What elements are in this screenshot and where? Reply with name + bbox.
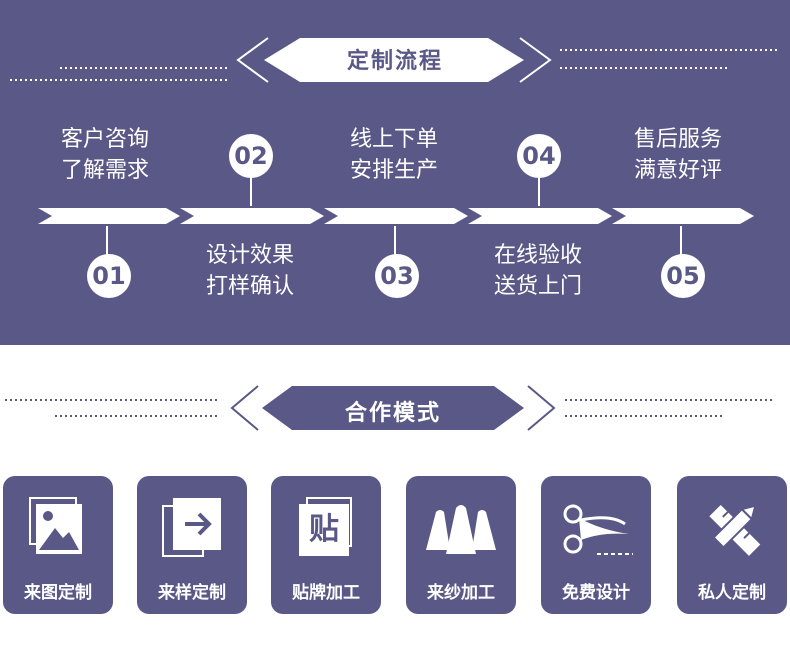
step-2-text: 设计效果 打样确认 [170,240,330,302]
label-icon-text: 贴 [309,512,339,547]
label-icon [299,497,352,556]
step-1-line1: 客户咨询 [60,127,149,152]
step-4-text: 在线验收 送货上门 [458,240,618,302]
process-title-banner [10,37,780,83]
step-3-text: 线上下单 安排生产 [314,124,474,186]
step-1-text: 客户咨询 了解需求 [25,124,185,186]
step-2-connector [250,178,252,206]
step-3-connector [394,226,396,256]
step-1-line2: 了解需求 [60,158,149,183]
mode-card-yarn[interactable]: 来纱加工 [406,476,516,614]
scissors-icon [563,504,633,555]
step-5-line1: 售后服务 [633,127,722,152]
step-4-line2: 送货上门 [493,274,582,299]
step-4-number: 04 [517,134,561,178]
step-3-number: 03 [375,254,419,298]
mode-label-image: 来图定制 [24,583,92,603]
step-3-line2: 安排生产 [349,158,438,183]
step-3-line1: 线上下单 [349,127,438,152]
process-section: 定制流程 客户咨询 了解需求 01 02 设计效果 打样确认 线上下单 安排生产… [0,0,790,345]
step-4-connector [538,178,540,206]
step-5-connector [680,226,682,256]
mode-card-image[interactable]: 来图定制 [3,476,113,614]
pencil-ruler-icon [709,504,761,556]
process-arrow-strip [38,208,754,224]
mode-card-custom[interactable]: 私人定制 [677,476,787,614]
step-5-text: 售后服务 满意好评 [598,124,758,186]
step-5-line2: 满意好评 [633,158,722,183]
mode-label-custom: 私人定制 [698,583,766,603]
step-5-number: 05 [661,254,705,298]
step-1-number: 01 [87,254,131,298]
cooperation-title: 合作模式 [344,401,441,426]
mode-label-sample: 来样定制 [158,583,226,603]
mode-card-design[interactable]: 免费设计 [541,476,651,614]
mode-card-sample[interactable]: 来样定制 [137,476,247,614]
process-title: 定制流程 [346,49,443,74]
yarn-cones-icon [426,505,496,554]
mode-label-oem: 贴牌加工 [292,583,360,603]
step-2-number: 02 [229,134,273,178]
mode-label-design: 免费设计 [562,583,630,603]
mode-label-yarn: 来纱加工 [427,583,495,603]
image-icon [29,497,82,554]
mode-card-oem[interactable]: 贴 贴牌加工 [271,476,381,614]
arrow-box-icon [162,498,221,557]
step-2-line1: 设计效果 [205,243,294,268]
cooperation-title-banner [5,385,775,431]
step-4-line1: 在线验收 [493,243,582,268]
step-2-line2: 打样确认 [205,274,294,299]
step-1-connector [106,226,108,256]
